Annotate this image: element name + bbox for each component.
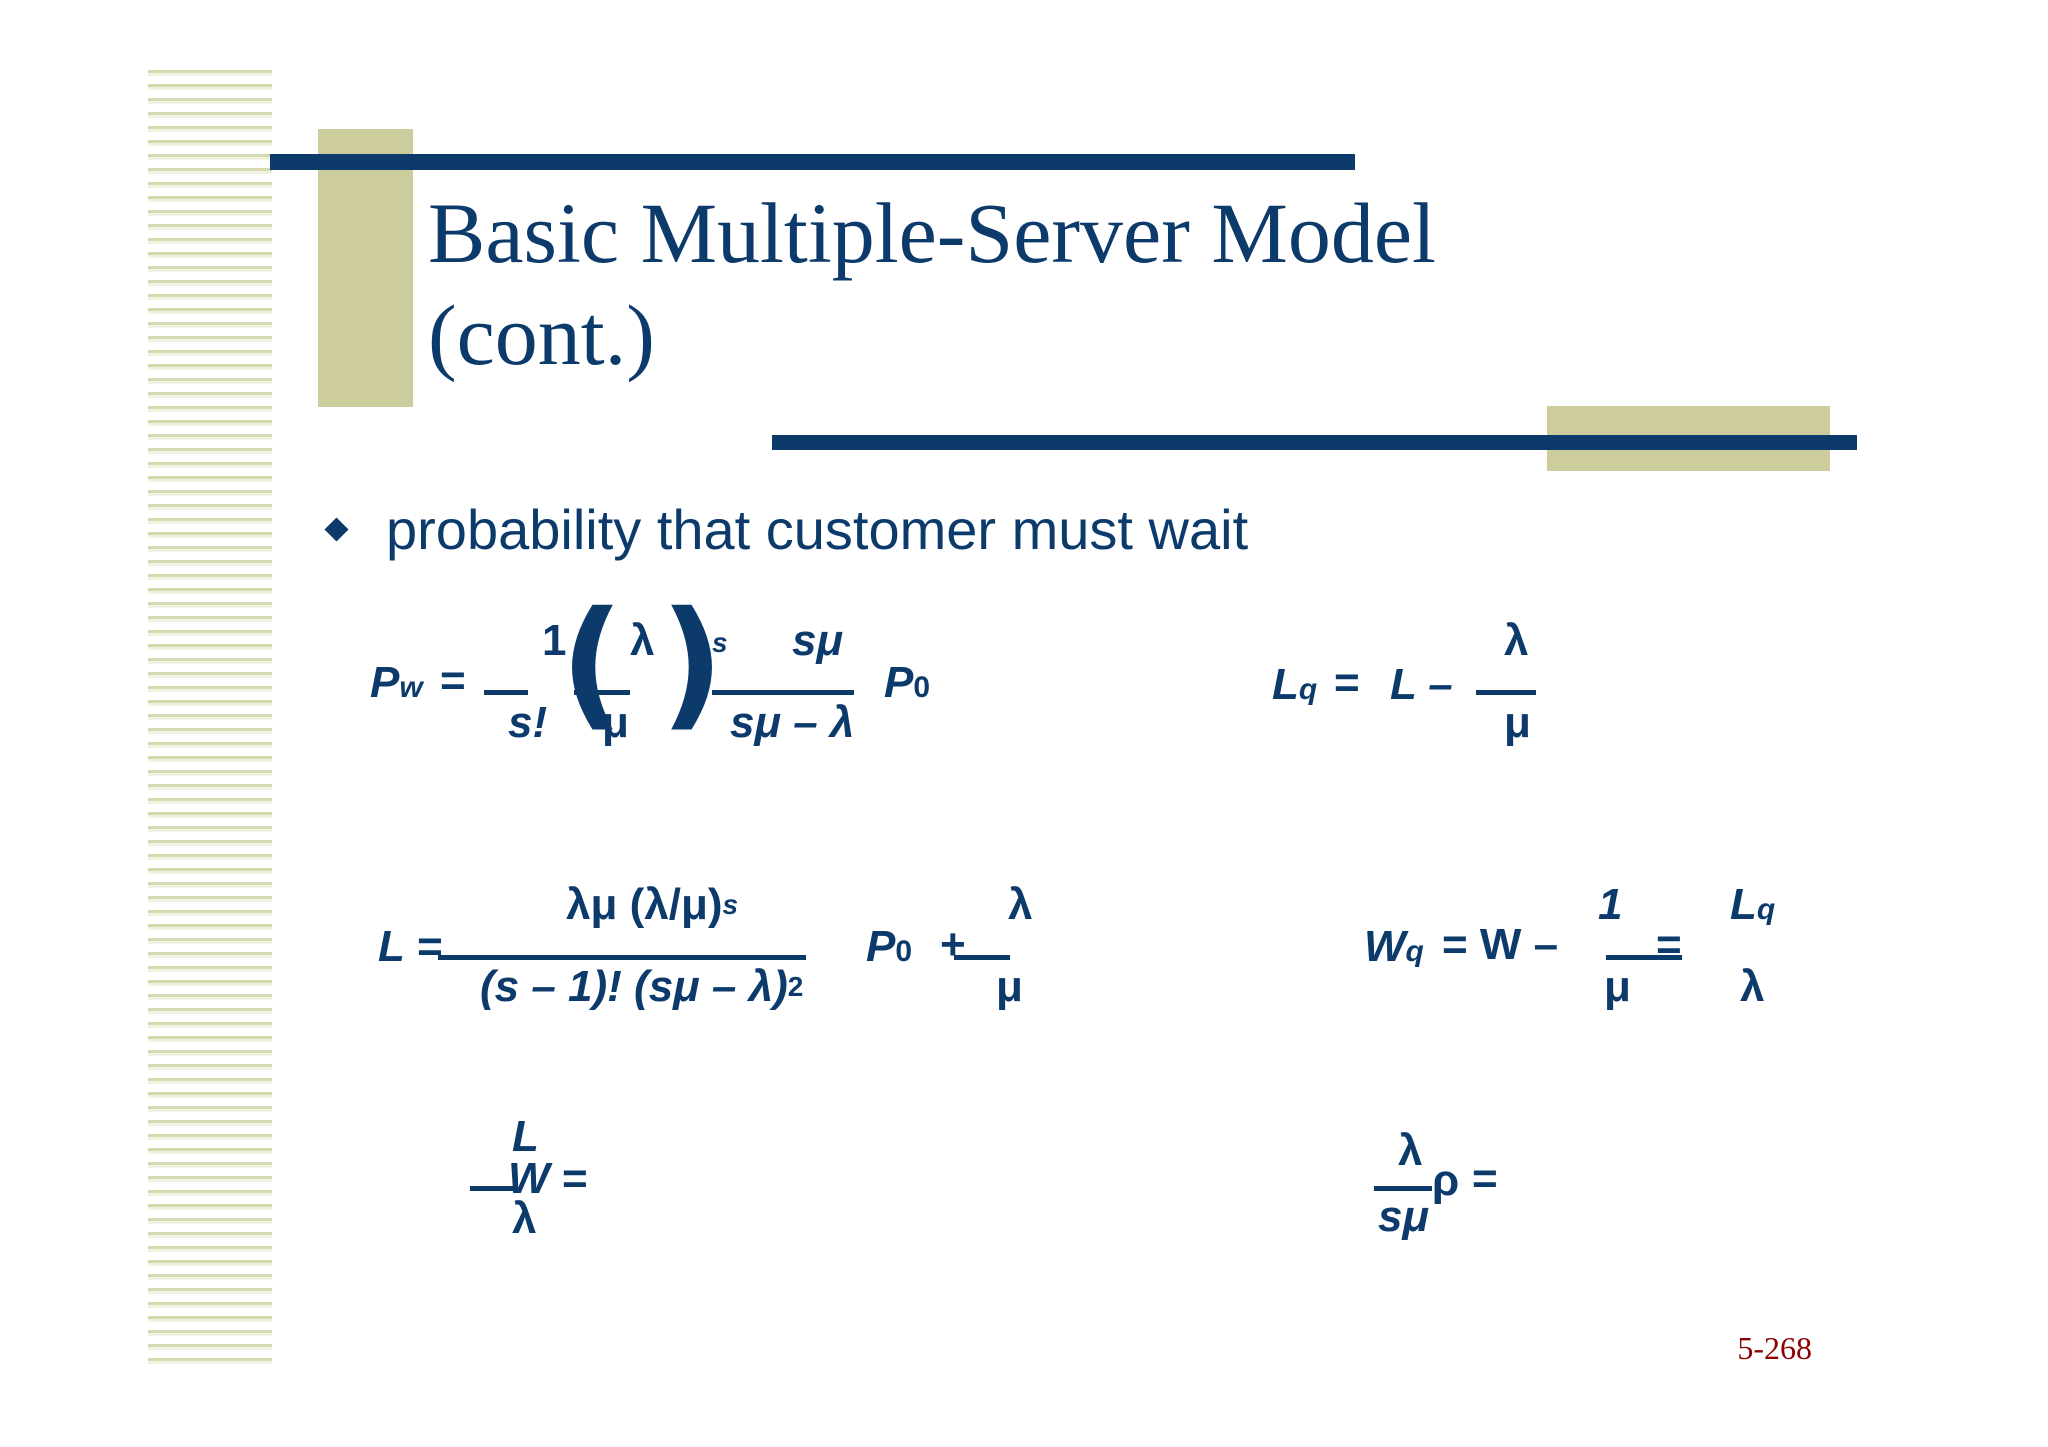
title-top-rule bbox=[270, 154, 1355, 170]
l-p0: P0 bbox=[866, 922, 913, 971]
pw-num3: sμ bbox=[792, 616, 844, 665]
w-frac-bar bbox=[470, 1186, 518, 1191]
title-line-2: (cont.) bbox=[428, 287, 655, 383]
pw-lhs: Pw bbox=[370, 658, 423, 707]
lq-lhs: Lq bbox=[1272, 660, 1318, 709]
rho-equals: = bbox=[1472, 1154, 1498, 1203]
l-num: λμ (λ/μ)s bbox=[566, 880, 739, 929]
w-num: L bbox=[512, 1112, 539, 1161]
w-den: λ bbox=[512, 1194, 537, 1243]
slide-title: Basic Multiple-Server Model (cont.) bbox=[428, 182, 1628, 386]
l-frac-bar-2 bbox=[954, 955, 1010, 960]
wq-den2: λ bbox=[1740, 962, 1765, 1011]
pw-frac-bar-1 bbox=[484, 690, 528, 695]
wq-num1: 1 bbox=[1598, 880, 1623, 929]
pw-tail: P0 bbox=[884, 658, 931, 707]
pw-num2: λ bbox=[630, 616, 655, 665]
w-lhs: W bbox=[508, 1154, 550, 1203]
w-equals: = bbox=[562, 1154, 588, 1203]
rho-den: sμ bbox=[1378, 1192, 1430, 1241]
pw-frac-bar-3 bbox=[712, 690, 854, 695]
lq-equals: = bbox=[1334, 658, 1360, 707]
rho-num: λ bbox=[1398, 1126, 1423, 1175]
l-den2: μ bbox=[996, 962, 1023, 1011]
title-bottom-rule bbox=[772, 435, 1857, 450]
lq-num: λ bbox=[1504, 616, 1529, 665]
l-lhs: L = bbox=[378, 922, 443, 971]
pw-right-paren: ) bbox=[660, 582, 724, 745]
l-plus: + bbox=[940, 920, 966, 969]
pw-exponent: s bbox=[712, 627, 728, 658]
wq-den1: μ bbox=[1604, 962, 1631, 1011]
wq-num2: Lq bbox=[1730, 880, 1776, 929]
pw-den3: sμ – λ bbox=[730, 698, 855, 747]
l-frac-bar bbox=[438, 955, 806, 960]
pw-frac-bar-2 bbox=[574, 690, 630, 695]
lq-den: μ bbox=[1504, 698, 1531, 747]
lq-frac-bar bbox=[1476, 690, 1536, 695]
pw-left-paren: ( bbox=[560, 582, 624, 745]
rho-lhs: ρ bbox=[1432, 1156, 1460, 1205]
wq-lhs: Wq bbox=[1364, 922, 1424, 971]
l-den: (s – 1)! (sμ – λ)2 bbox=[480, 962, 804, 1011]
wq-equals-2: = bbox=[1656, 920, 1682, 969]
pw-den1: s! bbox=[508, 698, 548, 747]
diamond-bullet-icon bbox=[324, 517, 349, 542]
left-stripe-decoration bbox=[148, 70, 272, 1370]
pw-den2: μ bbox=[602, 698, 629, 747]
title-accent-block bbox=[318, 129, 413, 407]
pw-num1: 1 bbox=[542, 616, 567, 665]
title-line-1: Basic Multiple-Server Model bbox=[428, 185, 1436, 281]
wq-frac-bar-1 bbox=[1606, 955, 1682, 960]
wq-equals: = W – bbox=[1442, 920, 1559, 969]
pw-equals: = bbox=[440, 656, 466, 705]
lq-rhs: L – bbox=[1390, 660, 1453, 709]
page-number: 5-268 bbox=[1737, 1330, 1812, 1366]
l-num2: λ bbox=[1008, 880, 1033, 929]
rho-frac-bar bbox=[1374, 1186, 1432, 1191]
bullet-text: probability that customer must wait bbox=[386, 498, 1249, 561]
